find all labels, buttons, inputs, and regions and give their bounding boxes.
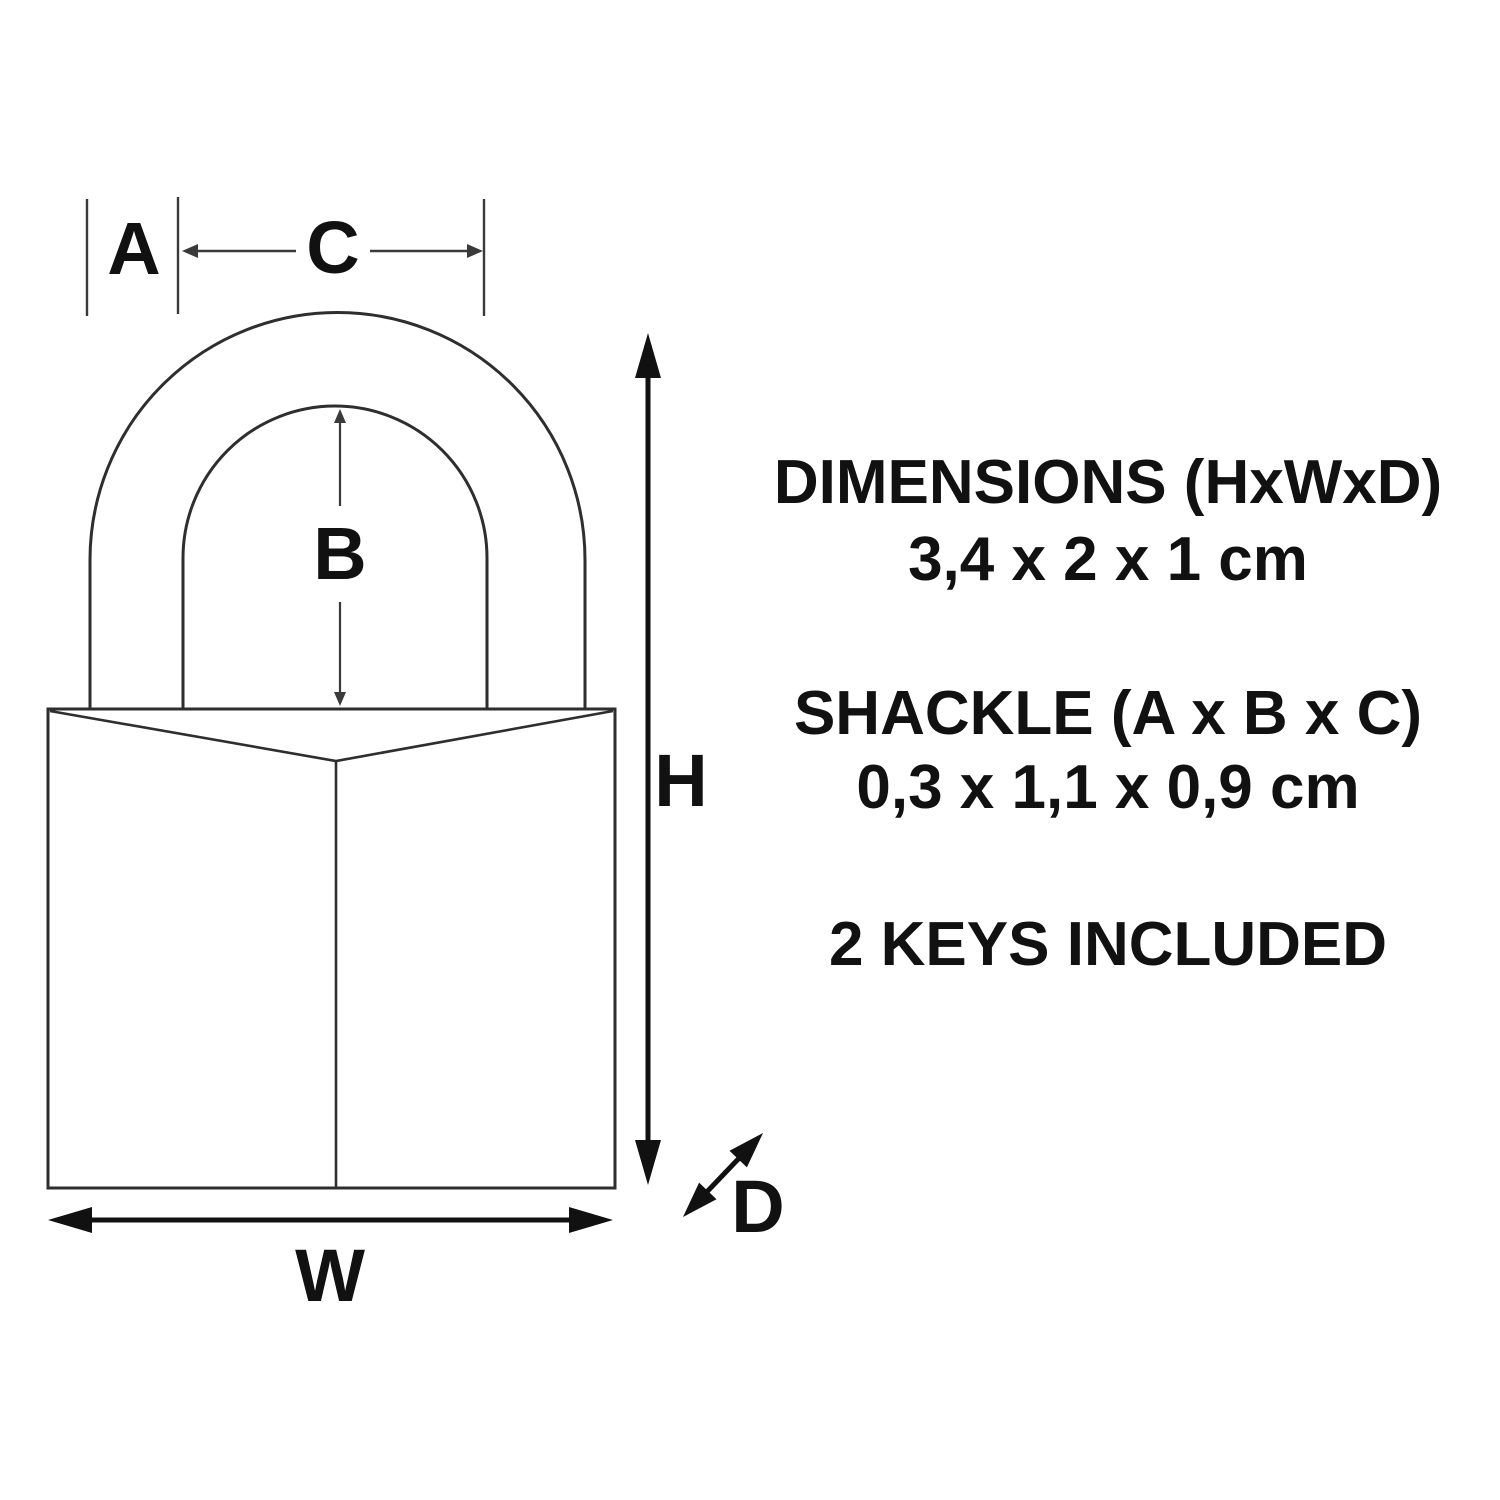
depth-arrow (683, 1133, 763, 1217)
label-body-depth-d: D (731, 1165, 785, 1248)
label-shackle-width-c: C (300, 211, 366, 285)
width-arrow (48, 1207, 613, 1233)
label-shackle-height-b: B (307, 517, 373, 591)
dim-line-c (182, 244, 483, 258)
height-arrow (635, 333, 661, 1185)
label-body-width-w: W (295, 1234, 365, 1317)
dim-line-b (334, 409, 346, 706)
spec-dimensions-title: DIMENSIONS (HxWxD) (773, 448, 1443, 517)
shackle-outer (88, 311, 587, 710)
tick-marks (85, 197, 486, 316)
spec-shackle-title: SHACKLE (A x B x C) (793, 679, 1423, 748)
label-shackle-diameter-a: A (107, 207, 161, 290)
spec-keys-note: 2 KEYS INCLUDED (828, 910, 1388, 979)
spec-shackle-value: 0,3 x 1,1 x 0,9 cm (856, 753, 1360, 822)
padlock-body (46, 707, 617, 1190)
label-body-height-h: H (654, 739, 708, 822)
shackle-inner (181, 404, 489, 710)
spec-dimensions-value: 3,4 x 2 x 1 cm (908, 525, 1308, 594)
